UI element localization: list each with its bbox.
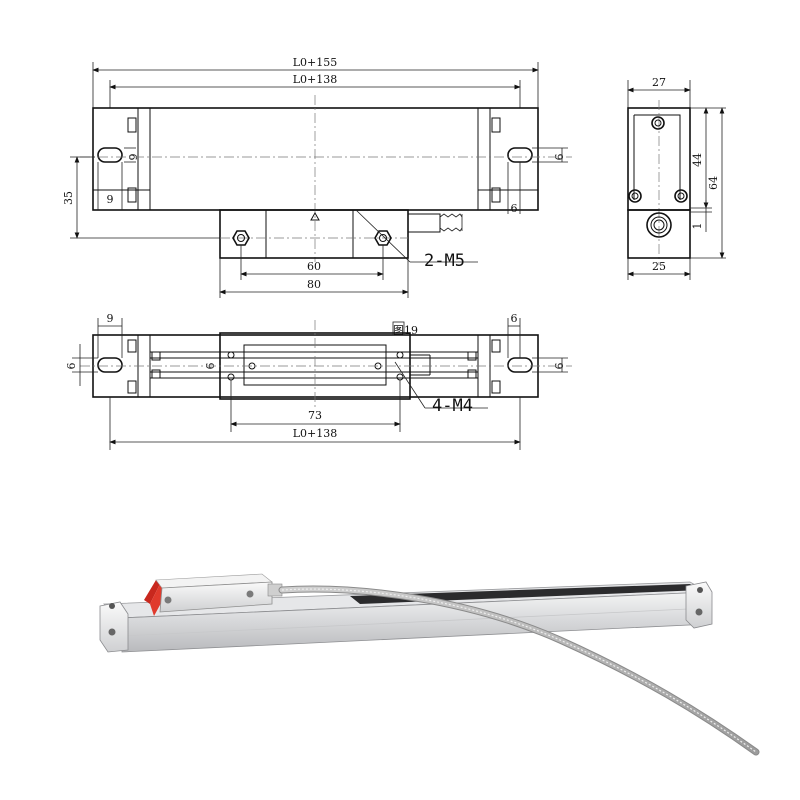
hex-nut-right-icon — [374, 230, 392, 246]
side-connector-core — [653, 219, 665, 231]
reading-head-red — [144, 580, 162, 604]
connector-housing — [407, 213, 441, 233]
dim-body-label: L0+138 — [293, 73, 338, 86]
dim-80-label: 80 — [307, 278, 321, 291]
reading-head-block — [219, 209, 409, 259]
slot-right — [507, 147, 533, 163]
screw-right-top — [491, 339, 501, 353]
dim-left-h: 6 — [65, 363, 78, 370]
side-hole-right-icon — [674, 189, 688, 203]
reading-head-front — [159, 581, 273, 613]
bottom-view: 9 6 9 6 9 73 L0+138 图19 4-M4 — [65, 312, 572, 450]
end-cap-screw-icon — [697, 587, 703, 593]
hex-nut-hole — [379, 234, 387, 242]
screw-right-bottom — [491, 187, 501, 203]
side-connector-outer-icon — [646, 212, 672, 238]
head-screw-icon — [246, 590, 254, 598]
cable-spring-icon — [439, 213, 463, 232]
scale-body-outline — [92, 107, 539, 211]
leader-line — [355, 209, 411, 263]
side-hole-inner — [677, 192, 685, 200]
dim-slot-left-w: 9 — [107, 312, 114, 325]
m4-hole — [396, 373, 404, 381]
side-hole-left-icon — [628, 189, 642, 203]
rail-stop — [467, 369, 477, 379]
end-cap-left — [99, 601, 129, 653]
hex-nut-hole — [237, 234, 245, 242]
callout-fig: 图19 — [393, 324, 418, 337]
dim-right-9: 9 — [552, 363, 565, 370]
armored-cable-texture — [281, 588, 757, 753]
m4-hole — [396, 351, 404, 359]
screw-left-top — [127, 339, 137, 353]
leader-line — [394, 361, 426, 409]
slot-left — [97, 147, 123, 163]
rail-stop — [151, 351, 161, 361]
end-cap-screw-icon — [108, 628, 116, 636]
callout-m4: 4-M4 — [432, 396, 473, 416]
screw-right-top — [491, 117, 501, 133]
screw-right-bottom — [491, 380, 501, 394]
end-cap-screw-icon — [695, 608, 703, 616]
direction-triangle-icon — [310, 211, 320, 221]
rail-stop — [467, 351, 477, 361]
side-profile-inner — [634, 114, 681, 200]
side-hole-top-icon — [651, 116, 665, 130]
dim-inner-9: 9 — [203, 363, 216, 370]
head-screw-icon — [164, 596, 172, 604]
end-cap-right — [685, 581, 713, 629]
dim-bottom-label: 25 — [652, 260, 666, 273]
scale-main-housing — [149, 107, 479, 211]
dim-slot-right-h: 6 — [511, 202, 518, 215]
side-view: 27 25 44 64 1 — [627, 76, 726, 280]
side-head-block — [627, 209, 691, 259]
callout-m5: 2-M5 — [424, 251, 465, 271]
dim-top-label: 27 — [652, 76, 666, 89]
rail-stop — [151, 369, 161, 379]
dim-height-label: 35 — [62, 191, 75, 205]
m4-hole — [227, 373, 235, 381]
slot-right — [507, 357, 533, 373]
dim-slot-right: 9 — [552, 154, 565, 161]
screw-left-bottom — [127, 187, 137, 203]
linear-scale-photo — [99, 573, 760, 756]
dim-body-label: L0+138 — [293, 427, 338, 440]
side-hole-inner — [654, 119, 662, 127]
fig-box — [392, 321, 405, 336]
side-hole-inner — [631, 192, 639, 200]
slot-left — [97, 357, 123, 373]
screw-left-top — [127, 117, 137, 133]
top-view: L0+155 L0+138 9 6 9 — [62, 56, 572, 298]
dim-slot-h-left: 6 — [126, 154, 139, 161]
screw-left-bottom — [127, 380, 137, 394]
dim-60-label: 60 — [307, 260, 321, 273]
dim-44-label: 44 — [691, 153, 704, 167]
side-connector-inner — [650, 216, 668, 234]
dim-1-label: 1 — [691, 223, 704, 230]
hex-nut-left-icon — [232, 230, 250, 246]
dim-slot-w-left: 9 — [107, 193, 114, 206]
dim-73-label: 73 — [308, 409, 322, 422]
dim-slot-right-w: 6 — [511, 312, 518, 325]
scale-groove — [121, 607, 710, 637]
dim-overall-label: L0+155 — [293, 56, 338, 69]
end-cap-screw-icon — [109, 603, 115, 609]
m4-hole — [227, 351, 235, 359]
dim-64-label: 64 — [707, 176, 720, 190]
